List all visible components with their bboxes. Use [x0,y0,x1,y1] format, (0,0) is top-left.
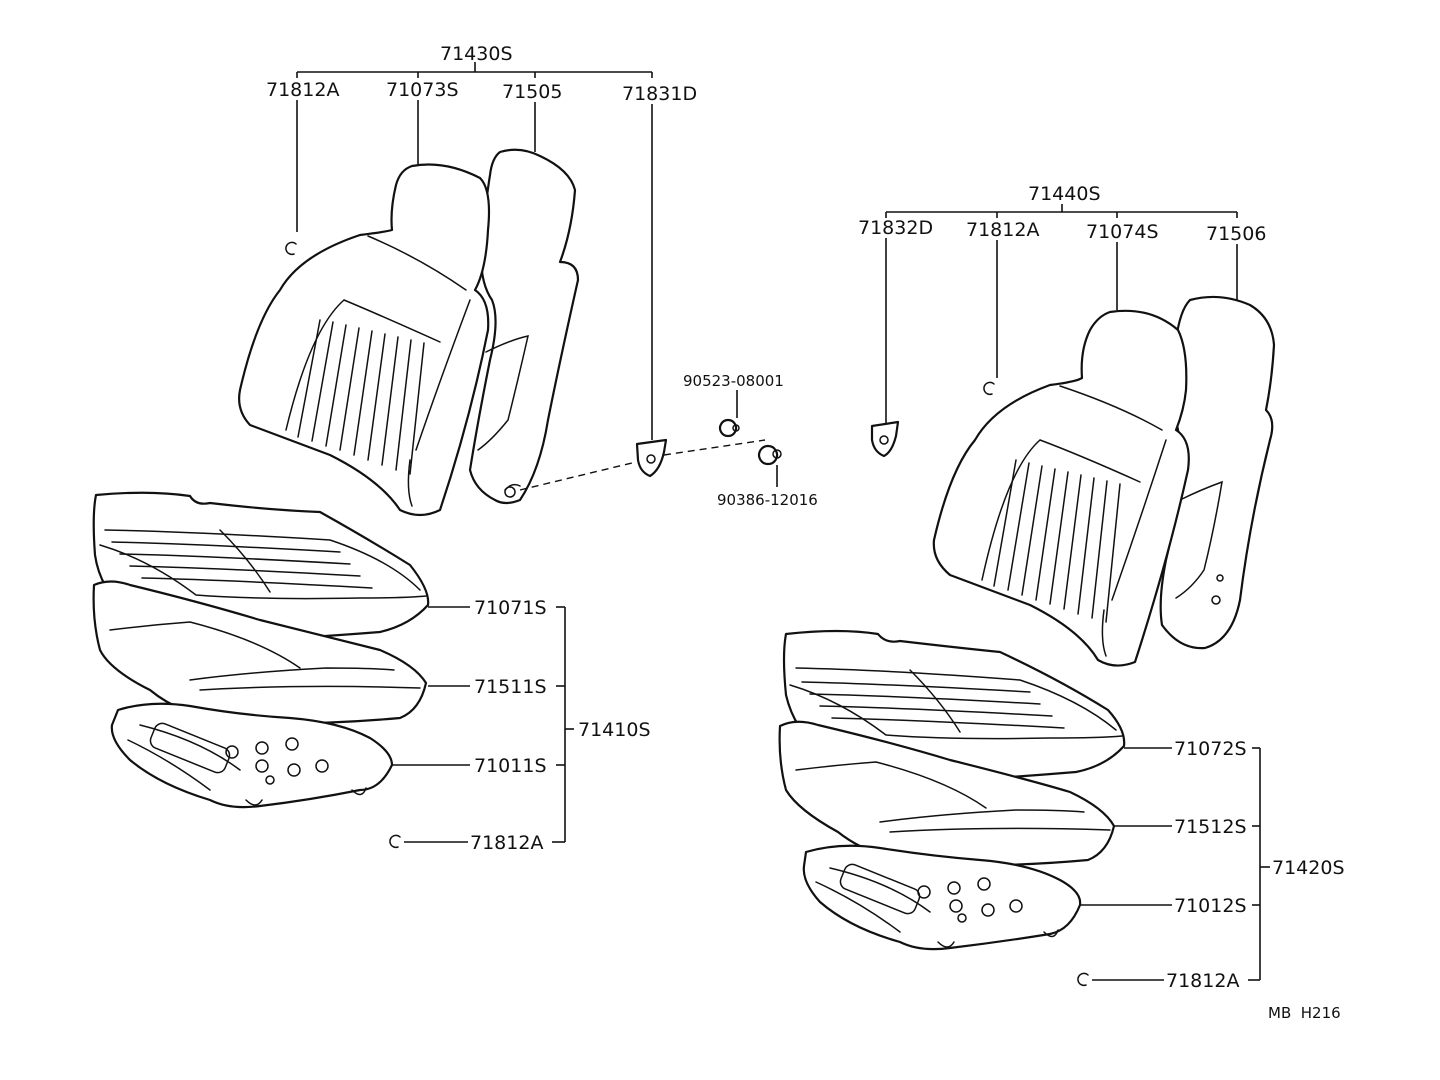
part-label-71812a: 71812A [266,79,339,101]
hog-ring-clip-icon [983,381,995,396]
part-label-71072s: 71072S [1174,738,1247,760]
part-label-71506: 71506 [1206,223,1266,245]
cushion-pleat-lines [111,529,373,593]
part-label-nut: 90523-08001 [683,372,784,390]
seat-cushion-pad-71512s [778,720,1116,867]
part-label-71074s: 71074S [1086,221,1159,243]
part-label-71812a: 71812A [966,219,1039,241]
part-label-71512s: 71512S [1174,816,1247,838]
bracket-71831d [635,438,668,478]
back-pleat-lines [297,319,425,475]
hog-ring-clip-icon [285,241,297,256]
nut-icon [719,418,738,438]
part-label-71831d: 71831D [622,83,697,105]
part-label-71505: 71505 [502,81,562,103]
part-label-71071s: 71071S [474,597,547,619]
part-label-71012s: 71012S [1174,895,1247,917]
right-cushion-callouts [1080,747,1270,981]
seat-back-cover-71073s [238,163,491,517]
assembly-label-71420s: 71420S [1272,857,1345,879]
seat-back-cover-71074s [932,309,1190,667]
part-label-bushing: 90386-12016 [717,491,818,509]
diagram-id: MB H216 [1268,1004,1341,1022]
bushing-icon [757,444,779,466]
right-cushion-pleat-lines [801,669,1065,733]
part-label-71812a: 71812A [470,832,543,854]
left-back-callouts [296,62,653,440]
part-label-71511s: 71511S [474,676,547,698]
assembly-label-71430s: 71430S [440,43,513,65]
hog-ring-clip-icon [389,834,401,849]
assembly-label-71410s: 71410S [578,719,651,741]
seat-cushion-pad-71511s [92,580,428,725]
hog-ring-clip-icon [1077,972,1089,987]
right-back-pleat-lines [993,459,1121,623]
part-label-71073s: 71073S [386,79,459,101]
part-label-71011s: 71011S [474,755,547,777]
assembly-label-71440s: 71440S [1028,183,1101,205]
seat-cushion-frame-71011s [110,702,394,809]
bracket-71832d [870,420,900,458]
part-label-71812a: 71812A [1166,970,1239,992]
right-back-callouts [885,204,1238,424]
left-cushion-callouts [392,606,574,843]
part-label-71832d: 71832D [858,217,933,239]
